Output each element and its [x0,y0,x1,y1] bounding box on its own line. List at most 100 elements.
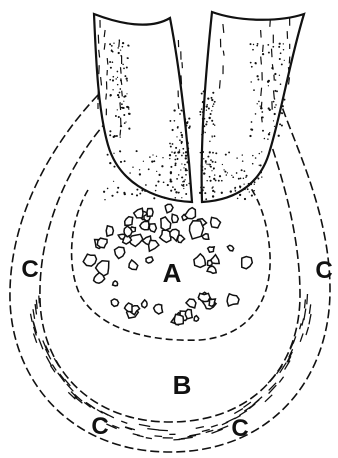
bone-fragment [207,266,216,273]
stipple-dot [253,89,255,91]
capsule-fiber-stroke [211,425,218,427]
stipple-dot [152,154,153,155]
stipple-dot [176,158,178,160]
stipple-dot [176,178,178,180]
stipple-dot [206,104,208,106]
stipple-dot [214,174,215,175]
stipple-dot [117,84,119,86]
stipple-dot [187,151,188,152]
stipple-dot [144,190,146,192]
stipple-dot [203,125,205,127]
stipple-dot [112,61,114,63]
stipple-dot [249,135,251,137]
stipple-dot [256,75,258,77]
stipple-dot [209,117,211,119]
root-surface-stroke [261,30,262,38]
stipple-dot [188,118,190,120]
bone-fragment [194,316,199,322]
stipple-dot [109,162,111,164]
stipple-dot [125,121,126,122]
stipple-dot [120,49,121,50]
stipple-dot [257,103,258,104]
capsule-fiber-stroke [36,300,37,309]
stipple-dot [200,186,202,188]
stipple-dot [113,43,114,44]
bone-fragment [208,247,215,252]
root-surface-stroke [121,67,122,74]
stipple-dot [185,124,187,126]
stipple-dot [187,147,189,149]
stipple-dot [107,188,109,190]
root-surface-stroke [181,75,182,84]
stipple-dot [204,192,206,194]
stipple-dot [203,172,205,174]
stipple-dot [113,76,115,78]
stipple-dot [264,138,266,140]
stipple-dot [184,118,186,120]
stipple-dot [225,154,227,156]
capsule-fiber-stroke [302,318,304,325]
stipple-dot [126,80,128,82]
stipple-dot [213,178,215,180]
stipple-dot [200,152,201,153]
label-c-left: C [21,256,38,283]
bone-fragment [185,309,192,318]
stipple-dot [250,43,252,45]
stipple-dot [186,161,188,163]
stipple-dot [240,178,242,180]
bone-fragment [113,281,118,286]
stipple-dot [175,147,177,149]
stipple-dot [203,90,205,92]
stipple-dot [172,143,174,145]
stipple-dot [149,156,151,158]
stipple-dot [278,135,280,137]
bone-fragment [160,230,171,243]
stipple-dot [205,123,207,125]
root-surface-stroke [107,58,108,65]
stipple-dot [205,160,207,162]
stipple-dot [230,190,232,192]
root-surface-stroke [122,91,123,97]
stipple-dot [202,111,203,112]
stipple-dot [274,126,275,127]
stipple-dot [283,43,284,44]
stipple-dot [183,167,184,168]
stipple-dot [148,168,150,170]
root-surface-stroke [98,91,99,100]
capsule-fiber-stroke [147,429,159,430]
stipple-dot [175,162,177,164]
stipple-dot [113,181,114,182]
stipple-dot [155,190,156,191]
capsule-fiber-stroke [279,377,283,383]
stipple-dot [205,162,207,164]
capsule-fiber-stroke [307,294,308,304]
bone-fragment [161,217,171,230]
stipple-dot [119,92,121,94]
capsule-fiber-stroke [39,339,43,350]
bone-fragment [83,254,96,266]
stipple-dot [111,195,113,197]
stipple-dot [241,169,243,171]
stipple-dot [239,185,240,186]
stipple-dot [268,85,269,86]
stipple-dot [205,132,206,133]
stipple-dot [255,157,257,159]
stipple-dot [112,89,113,90]
stipple-dot [206,105,208,107]
stipple-dot [126,78,128,80]
stipple-dot [188,183,189,184]
stipple-dot [143,161,144,162]
stipple-dot [213,103,215,105]
stipple-dot [246,175,248,177]
stipple-dot [255,62,257,64]
stipple-dot [175,191,177,193]
bone-fragment [242,257,253,269]
stipple-dot [221,192,223,194]
stipple-dot [214,135,216,137]
stipple-dot [260,171,262,173]
stipple-dot [275,79,276,80]
stipple-dot [201,189,203,191]
stipple-dot [268,133,270,135]
stipple-dot [204,118,206,120]
root-surface-stroke [272,64,273,70]
